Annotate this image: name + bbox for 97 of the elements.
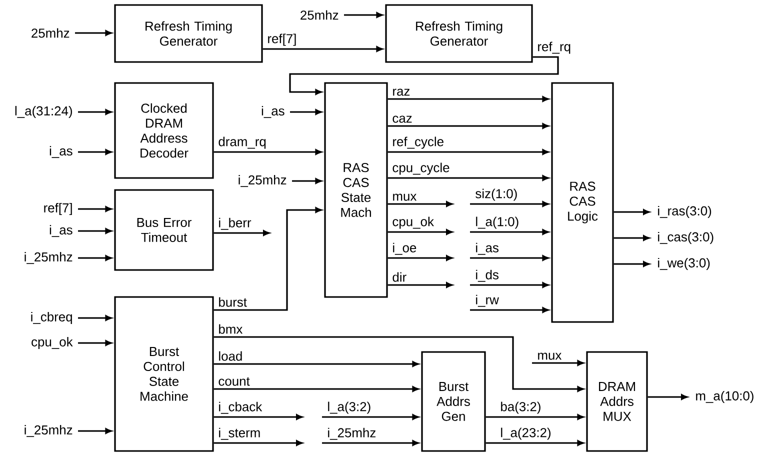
signal-label: i_ds — [476, 270, 498, 282]
signal-arrow — [388, 96, 549, 102]
signal-arrow — [214, 386, 419, 392]
signal-label: cpu_ok — [32, 336, 73, 350]
signal-label: ba(3:2) — [501, 402, 540, 414]
signal-arrow — [214, 336, 584, 392]
signal-arrow — [214, 414, 303, 420]
signal-arrow — [388, 255, 453, 261]
signal-arrow — [648, 394, 688, 400]
signal-label: i_cbreq — [31, 312, 72, 324]
signal-label: i_25mhz — [328, 428, 376, 440]
signal-label: l_a(3:2) — [328, 402, 370, 414]
block-box: RAS CAS Logic — [551, 82, 614, 323]
signal-label: cpu_cycle — [392, 162, 450, 175]
signal-arrow — [388, 123, 549, 129]
signal-label: count — [218, 377, 250, 386]
signal-label: load — [219, 351, 242, 361]
signal-label: siz(1:0) — [476, 188, 517, 201]
signal-arrow — [289, 56, 559, 95]
signal-arrow — [214, 149, 322, 155]
signal-label: ref_rq — [538, 42, 570, 54]
block-box: Burst Control State Machine — [114, 296, 214, 452]
signal-arrow — [486, 414, 584, 420]
signal-label: i_as — [50, 225, 72, 237]
signal-label: i_25mhz — [24, 252, 72, 264]
block-box: Refresh Timing Generator — [385, 4, 533, 63]
signal-label: mux — [393, 194, 417, 201]
signal-label: l_a(23:2) — [501, 428, 550, 440]
signal-label: dram_rq — [218, 136, 266, 149]
signal-label: cpu_ok — [392, 216, 434, 229]
signal-arrow — [78, 428, 112, 434]
signal-arrow — [470, 201, 549, 207]
signal-arrow — [388, 201, 453, 207]
block-box: Refresh Timing Generator — [114, 4, 263, 63]
signal-label: i_rw — [476, 294, 499, 307]
signal-arrow — [78, 340, 112, 346]
signal-label: ref[7] — [268, 34, 296, 46]
signal-arrow — [388, 229, 453, 235]
block-box: DRAM Addrs MUX — [586, 351, 648, 452]
signal-arrow — [614, 261, 650, 267]
block-box: Clocked DRAM Address Decoder — [114, 82, 214, 179]
signal-label: ref[7] — [44, 202, 72, 216]
signal-label: mux — [538, 352, 562, 360]
signal-arrow — [470, 229, 549, 235]
signal-arrow — [214, 207, 322, 311]
signal-arrow — [470, 282, 549, 288]
signal-arrow — [486, 440, 584, 446]
signal-arrow — [214, 230, 270, 236]
signal-arrow — [470, 255, 549, 261]
signal-label: i_sterm — [219, 428, 260, 440]
signal-label: i_25mhz — [24, 425, 72, 437]
signal-label: l_a(31:24) — [15, 106, 72, 118]
signal-arrow — [78, 255, 112, 261]
signal-label: 25mhz — [300, 10, 338, 20]
signal-arrow — [262, 46, 383, 52]
signal-label: i_ras(3:0) — [658, 206, 712, 218]
signal-arrow — [388, 175, 549, 181]
signal-label: i_cback — [219, 402, 262, 414]
signal-label: dir — [392, 272, 406, 282]
signal-arrow — [78, 149, 112, 155]
signal-label: m_a(10:0) — [696, 390, 754, 404]
signal-arrow — [470, 307, 549, 313]
signal-label: i_cas(3:0) — [658, 232, 714, 244]
signal-arrow — [78, 206, 112, 212]
signal-label: i_as — [50, 146, 72, 158]
block-box: Bus Error Timeout — [114, 189, 214, 271]
signal-arrow — [78, 228, 112, 234]
signal-label: i_as — [476, 242, 498, 255]
signal-label: 25mhz — [32, 28, 70, 38]
signal-arrow — [78, 315, 112, 321]
signal-label: bmx — [219, 324, 243, 334]
signal-arrow — [614, 235, 650, 241]
signal-label: i_oe — [393, 242, 416, 255]
signal-arrow — [322, 440, 419, 446]
signal-label: i_berr — [219, 218, 252, 230]
signal-arrow — [532, 360, 584, 366]
signal-arrow — [290, 109, 322, 115]
signal-arrow — [75, 30, 112, 36]
signal-label: raz — [393, 88, 410, 96]
block-box: RAS CAS State Mach — [324, 82, 388, 298]
signal-arrow — [78, 109, 112, 115]
signal-label: l_a(1:0) — [476, 216, 518, 229]
signal-arrow — [214, 361, 419, 367]
block-box: Burst Addrs Gen — [421, 351, 486, 452]
signal-arrow — [344, 12, 383, 18]
signal-arrow — [388, 282, 453, 288]
signal-label: ref_cycle — [393, 136, 444, 149]
signal-arrow — [292, 178, 322, 184]
signal-arrow — [614, 209, 650, 215]
signal-label: caz — [392, 116, 412, 123]
signal-label: i_25mhz — [238, 175, 286, 187]
signal-label: i_we(3:0) — [658, 258, 710, 270]
signal-arrow — [214, 440, 303, 446]
signal-label: i_as — [262, 106, 284, 118]
signal-arrow — [388, 149, 549, 155]
signal-arrow — [322, 414, 419, 420]
signal-label: burst — [219, 297, 247, 307]
